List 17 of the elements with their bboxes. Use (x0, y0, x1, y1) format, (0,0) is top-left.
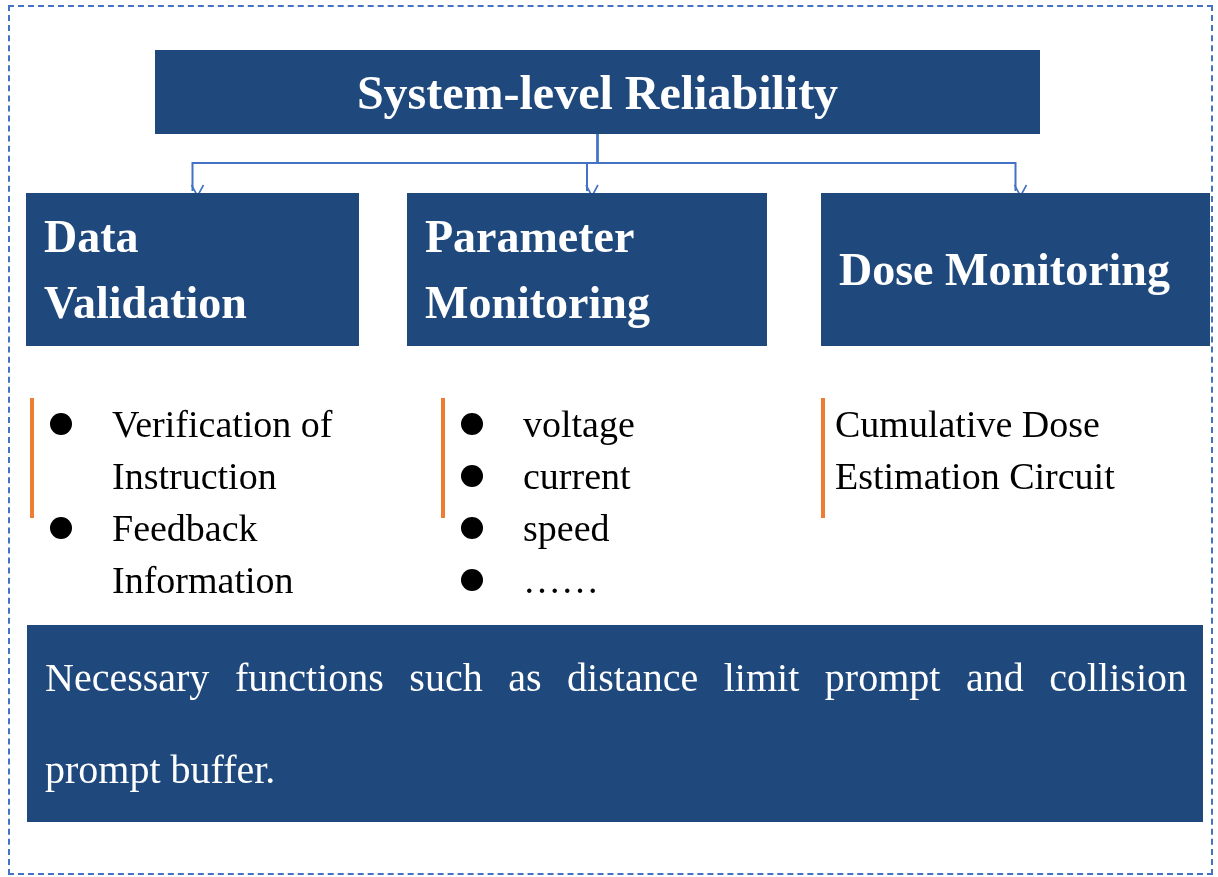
note-box (27, 625, 1203, 822)
category-box (821, 193, 1210, 346)
list-item: Cumulative Dose Estimation Circuit (835, 402, 1116, 499)
list-item: voltage (523, 402, 636, 447)
note-text: Necessary functions such as distance limit prompt and collision prompt buffer. (45, 653, 1187, 794)
heading-text: System-level Reliability (356, 64, 839, 120)
list-item: Feedback Information (112, 506, 295, 603)
list-item: speed (523, 506, 611, 551)
title-box (155, 50, 1040, 134)
heading-text: Dose Monitoring (839, 242, 1170, 297)
list-item: current (523, 454, 632, 499)
heading-text: Data Validation (44, 209, 248, 330)
list-item: Verification of Instruction (112, 402, 334, 499)
list-item: …… (523, 558, 600, 603)
category-box (407, 193, 767, 346)
category-box (26, 193, 359, 346)
heading-text: Parameter Monitoring (425, 209, 651, 330)
